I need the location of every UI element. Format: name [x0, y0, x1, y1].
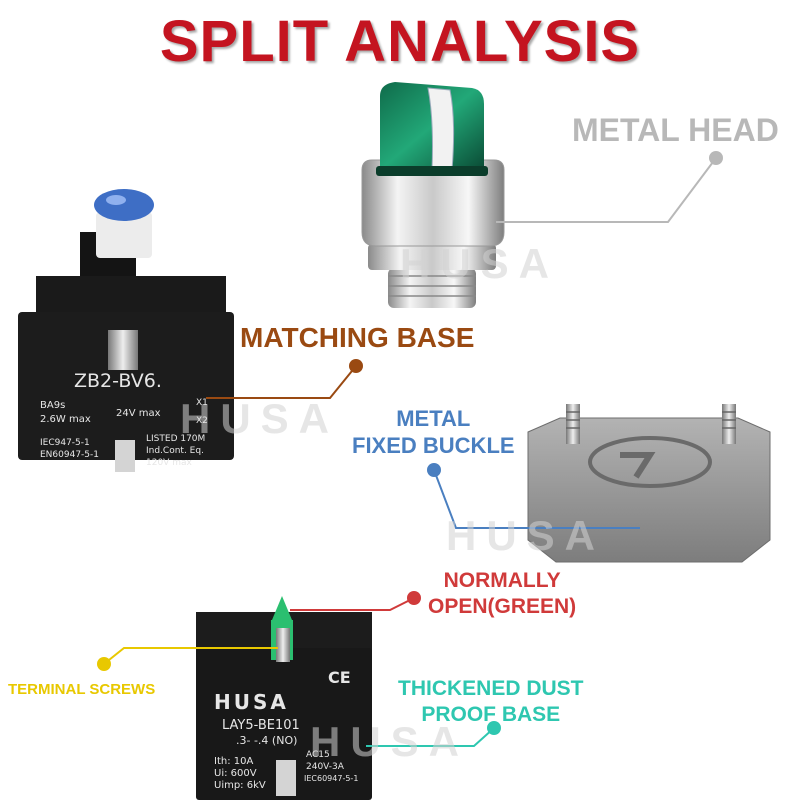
- watermark: HUSA: [310, 718, 470, 765]
- metal-head-part: [361, 82, 505, 308]
- watermark: HUSA: [180, 395, 340, 442]
- x2-text: X2: [196, 416, 208, 426]
- ind-text: Ind.Cont. Eq.: [146, 446, 204, 456]
- ith-text: Ith: 10A: [214, 756, 254, 767]
- page-title: SPLIT ANALYSIS: [159, 9, 641, 74]
- callout-lines: [97, 151, 723, 747]
- voltage-text: 24V max: [116, 408, 161, 419]
- label-no-line1: NORMALLY: [443, 569, 561, 592]
- listed-text: LISTED 170M: [146, 434, 206, 444]
- watermark: HUSA: [446, 512, 606, 559]
- lower-model-text: LAY5-BE101: [222, 718, 300, 733]
- upper-model-text: ZB2-BV6.: [74, 370, 162, 392]
- std1-text: IEC947-5-1: [40, 438, 90, 448]
- label-metal-fixed-buckle: METAL FIXED BUCKLE: [352, 405, 515, 459]
- uimp-text: Uimp: 6kV: [214, 780, 266, 791]
- std2-text: EN60947-5-1: [40, 450, 99, 460]
- label-buckle-line1: METAL: [396, 406, 471, 431]
- rating-text: 120V max: [146, 458, 192, 468]
- label-metal-head: METAL HEAD: [572, 112, 779, 148]
- label-dust-line2: PROOF BASE: [421, 703, 561, 726]
- ac-text: AC15: [306, 750, 330, 760]
- ce-mark: CE: [328, 668, 351, 687]
- label-terminal-screws: TERMINAL SCREWS: [8, 681, 156, 698]
- buckle-part: [527, 404, 771, 563]
- label-dust-proof-base: THICKENED DUST PROOF BASE: [398, 676, 584, 728]
- brand-text: HUSA: [214, 690, 289, 714]
- lamp-base-text: BA9s: [40, 400, 66, 411]
- label-matching-base: MATCHING BASE: [240, 322, 475, 353]
- label-dust-line1: THICKENED DUST: [398, 677, 584, 700]
- watermark: HUSA: [400, 240, 560, 287]
- label-buckle-line2: FIXED BUCKLE: [352, 433, 515, 458]
- ui-text: Ui: 600V: [214, 768, 257, 779]
- label-normally-open: NORMALLY OPEN(GREEN): [428, 568, 576, 620]
- lamp-module-part: [18, 189, 234, 472]
- contact-block-part: [196, 596, 372, 800]
- x1-text: X1: [196, 398, 208, 408]
- power-text: 2.6W max: [40, 414, 91, 425]
- label-no-line2: OPEN(GREEN): [428, 595, 577, 618]
- contact-text: .3- -.4 (NO): [236, 734, 298, 747]
- ac-rating-text: 240V-3A: [306, 762, 344, 772]
- lower-std-text: IEC60947-5-1: [304, 774, 359, 783]
